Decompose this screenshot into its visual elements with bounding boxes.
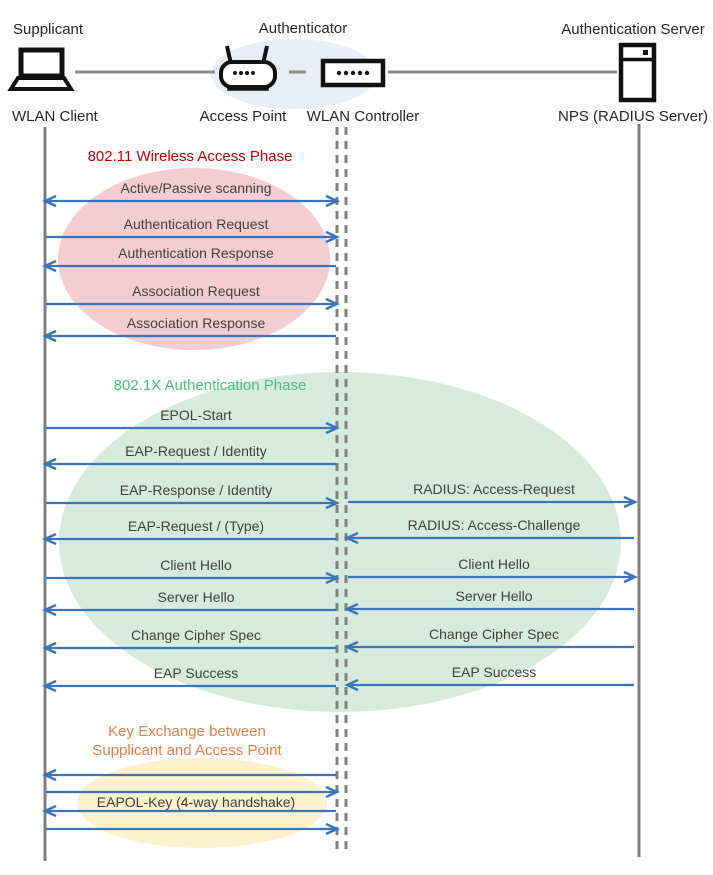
message-arrow (42, 603, 336, 617)
message-arrow (42, 768, 336, 782)
wlan-controller-icon (320, 58, 386, 88)
message-arrow (46, 297, 340, 311)
phase-ellipse-wireless-access (58, 168, 330, 350)
message-arrow (46, 230, 340, 244)
server-icon (618, 42, 657, 103)
message-arrow (42, 194, 340, 208)
message-arrow (46, 785, 340, 799)
access-point-icon (219, 45, 277, 91)
message-arrow (42, 457, 336, 471)
message-arrow (46, 421, 340, 435)
authenticator-group-ellipse (211, 39, 377, 109)
message-arrow (46, 822, 340, 836)
message-arrow (42, 804, 336, 818)
message-arrow (42, 532, 336, 546)
message-arrow (348, 570, 638, 584)
message-arrow (344, 640, 634, 654)
message-arrow (42, 641, 336, 655)
message-arrow (46, 496, 340, 510)
message-arrow (42, 679, 336, 693)
message-arrow (42, 329, 336, 343)
laptop-icon (7, 47, 75, 91)
phase-ellipse-dot1x (59, 372, 621, 712)
message-arrow (344, 531, 634, 545)
message-arrow (344, 602, 634, 616)
phase-ellipse-key-exchange (77, 758, 327, 848)
message-arrow (46, 571, 340, 585)
message-arrow (348, 495, 638, 509)
message-arrow (42, 259, 336, 273)
message-arrow (344, 678, 634, 692)
